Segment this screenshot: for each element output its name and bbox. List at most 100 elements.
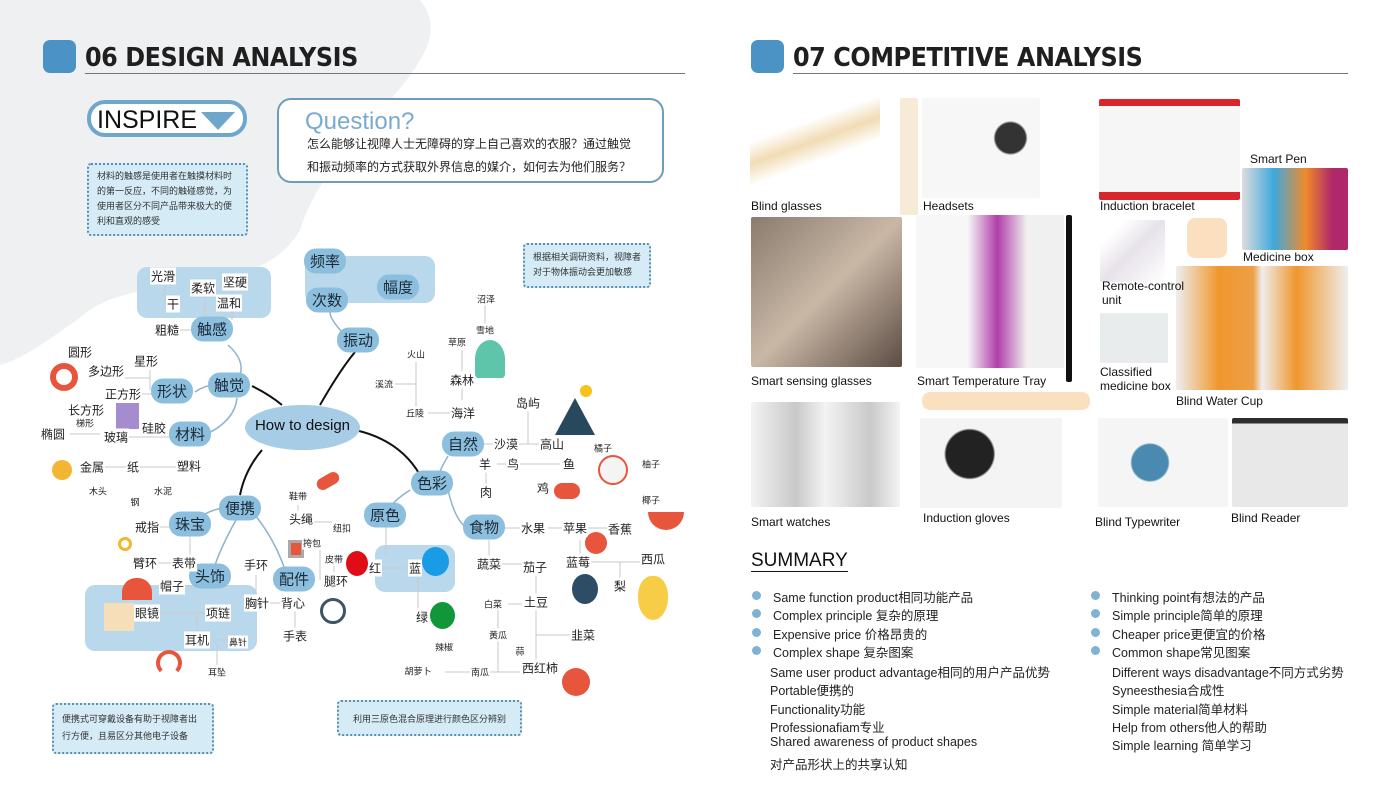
- caption: Classified medicine box: [1100, 365, 1171, 393]
- mind-map-leaf: 茄子: [521, 558, 549, 576]
- mind-map-leaf: 水果: [519, 519, 547, 537]
- caption: Blind Water Cup: [1176, 394, 1263, 408]
- triangle-down-icon: [201, 112, 235, 130]
- mind-map-leaf: 背心: [279, 594, 307, 612]
- caption: Induction gloves: [923, 511, 1010, 525]
- mind-map-node: 幅度: [376, 274, 420, 300]
- mind-map-leaf: 梯形: [74, 416, 96, 430]
- mountain-icon: [555, 398, 595, 435]
- page-title-right: 07 COMPETITIVE ANALYSIS: [793, 43, 1143, 73]
- caption: Smart watches: [751, 515, 831, 529]
- product-image-smart-temperature-tray: [916, 215, 1064, 368]
- mind-map-leaf: 岛屿: [514, 394, 542, 412]
- center-label: How to design: [254, 417, 351, 434]
- mind-map-leaf: 纸: [125, 458, 141, 476]
- mind-map-node: 触感: [190, 316, 234, 342]
- mind-map-leaf: 红: [367, 559, 383, 577]
- blue-circle: [422, 547, 449, 576]
- mind-map-leaf: 水泥: [152, 484, 174, 498]
- mind-map-node: 材料: [168, 421, 212, 447]
- tree-icon: [475, 340, 505, 378]
- mind-map-leaf: 头绳: [287, 510, 315, 528]
- caption: Medicine box: [1243, 250, 1314, 264]
- mind-map-leaf: 耳机: [183, 631, 211, 649]
- mind-map-leaf: 钢: [129, 495, 141, 509]
- mind-map-leaf: 溪流: [373, 377, 395, 391]
- caption: Blind glasses: [751, 199, 822, 213]
- caption: Smart Temperature Tray: [917, 374, 1047, 388]
- mind-map-leaf: 腿环: [322, 572, 350, 590]
- summary-item: Thinking point有想法的产品: [1112, 591, 1265, 605]
- bullet-icon: [752, 591, 761, 600]
- mind-map-leaf: 皮带: [323, 552, 345, 566]
- mind-map-leaf: 西瓜: [639, 550, 667, 568]
- mind-map-leaf: 沙漠: [492, 435, 520, 453]
- product-image-blind-reader: [1232, 418, 1348, 507]
- mind-map-leaf: 韭菜: [569, 626, 597, 644]
- mind-map-node: 珠宝: [168, 511, 212, 537]
- summary-item: Professionafiam专业: [770, 720, 885, 735]
- divider: [85, 73, 685, 74]
- mind-map-node: 配件: [272, 566, 316, 592]
- mind-map-node: 振动: [336, 327, 380, 353]
- mind-map-leaf: 柔软: [189, 279, 217, 297]
- summary-title: SUMMARY: [751, 550, 848, 572]
- mind-map-leaf: 挎包: [301, 536, 323, 550]
- mind-map-leaf: 海洋: [449, 404, 477, 422]
- hat-icon: [122, 578, 152, 600]
- mind-map-leaf: 纽扣: [331, 521, 353, 535]
- mind-map-leaf: 南瓜: [469, 665, 491, 679]
- summary-item: Portable便携的: [770, 684, 855, 699]
- question-line: 和振动频率的方式获取外界信息的媒介，如何去为他们服务？: [307, 160, 632, 174]
- page-title-left: 06 DESIGN ANALYSIS: [85, 43, 358, 73]
- lifebuoy-icon: [50, 363, 78, 391]
- mind-map-node: 触觉: [207, 372, 251, 398]
- mind-map-leaf: 鱼: [561, 455, 577, 473]
- watermelon-icon: [648, 512, 684, 530]
- mind-map-leaf: 正方形: [103, 385, 143, 403]
- mind-map-leaf: 辣椒: [433, 640, 455, 654]
- mind-map-leaf: 土豆: [522, 593, 550, 611]
- mind-map-leaf: 帽子: [158, 577, 186, 595]
- bullet-icon: [1091, 627, 1100, 637]
- mind-map-leaf: 沼泽: [475, 292, 497, 306]
- question-line: 怎么能够让视障人士无障碍的穿上自己喜欢的衣服？通过触觉: [307, 137, 632, 151]
- mind-map-leaf: 干: [165, 295, 181, 313]
- mind-map-leaf: 蔬菜: [475, 555, 503, 573]
- summary-item: Simple material简单材料: [1112, 702, 1249, 717]
- mind-map-leaf: 金属: [78, 458, 106, 476]
- mind-map-leaf: 火山: [405, 347, 427, 361]
- bullet-icon: [752, 627, 761, 637]
- mind-map-leaf: 光滑: [149, 267, 177, 285]
- caption: Induction bracelet: [1100, 199, 1195, 213]
- summary-item: Shared awareness of product shapes: [770, 735, 978, 750]
- product-image-headsets: [922, 98, 1040, 198]
- mind-map-leaf: 蓝莓: [564, 553, 592, 571]
- fish-plate-icon: [598, 455, 628, 485]
- ring-icon: [118, 537, 132, 551]
- square-shape-icon: [116, 403, 139, 429]
- mind-map-leaf: 手环: [242, 556, 270, 574]
- mind-map-leaf: 手表: [281, 627, 309, 645]
- mind-map-leaf: 白菜: [482, 597, 504, 611]
- mind-map-node: 形状: [150, 378, 194, 404]
- mind-map-node: 频率: [303, 248, 347, 274]
- mind-map-leaf: 鸟: [505, 455, 521, 473]
- mind-map-leaf: 戒指: [133, 518, 161, 536]
- mind-map-leaf: 绿: [414, 608, 430, 626]
- product-image-classified-medicine-box: [1100, 313, 1168, 363]
- mind-map-leaf: 多边形: [86, 362, 126, 380]
- mind-map-leaf: 肉: [478, 483, 494, 501]
- mind-map-leaf: 西红柿: [520, 659, 560, 677]
- product-image-remote-control: [1100, 220, 1165, 282]
- mind-map-node: 自然: [441, 431, 485, 457]
- note-color: 利用三原色混合原理进行颜色区分辨别: [337, 700, 522, 736]
- mind-map-leaf: 鸡: [535, 479, 551, 497]
- watch-icon: [320, 598, 346, 624]
- summary-item: Complex shape 复杂图案: [773, 645, 914, 660]
- summary-item: Same function product相同功能产品: [773, 591, 974, 605]
- summary-item: Simple learning 简单学习: [1112, 739, 1252, 754]
- mind-map-leaf: 眼镜: [133, 604, 161, 622]
- mind-map-leaf: 椭圆: [39, 425, 67, 443]
- mind-map-leaf: 草原: [446, 335, 468, 349]
